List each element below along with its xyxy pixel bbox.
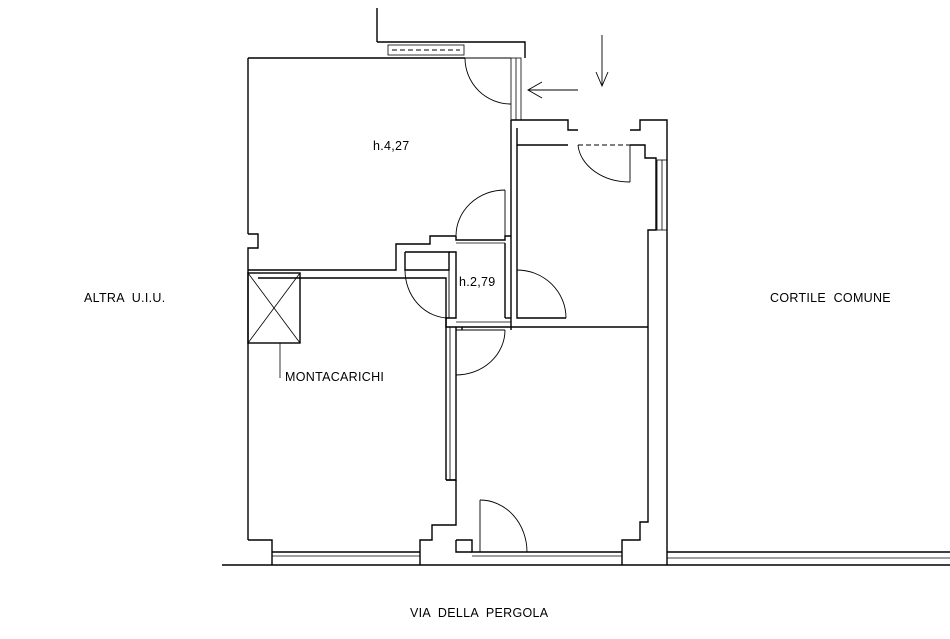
- room-height-hall: h.2,79: [459, 275, 496, 289]
- upper-room-walls: [247, 8, 526, 271]
- inner-door[interactable]: [455, 329, 506, 376]
- lift-shaft: [247, 272, 301, 378]
- courtyard-label: CORTILE COMUNE: [770, 291, 891, 305]
- hall-door-upper[interactable]: [455, 189, 506, 237]
- lift-label: MONTACARICHI: [285, 370, 384, 384]
- upper-room-door[interactable]: [464, 57, 512, 105]
- right-room-door[interactable]: [577, 144, 631, 183]
- hall-door-right[interactable]: [516, 269, 567, 319]
- hall-door-left[interactable]: [404, 269, 450, 319]
- arrow-down-icon: [595, 35, 609, 88]
- right-lower-room-walls: [419, 327, 649, 565]
- left-lower-room-walls: [247, 270, 457, 552]
- street-label: VIA DELLA PERGOLA: [410, 606, 549, 620]
- room-height-upper: h.4,27: [373, 139, 410, 153]
- arrow-left-icon: [527, 81, 578, 99]
- right-lower-room-door[interactable]: [479, 499, 528, 553]
- left-neighbor-label: ALTRA U.I.U.: [84, 291, 165, 305]
- right-room-walls: [510, 119, 668, 565]
- street-facade: [222, 539, 950, 566]
- hall-walls: [404, 235, 511, 328]
